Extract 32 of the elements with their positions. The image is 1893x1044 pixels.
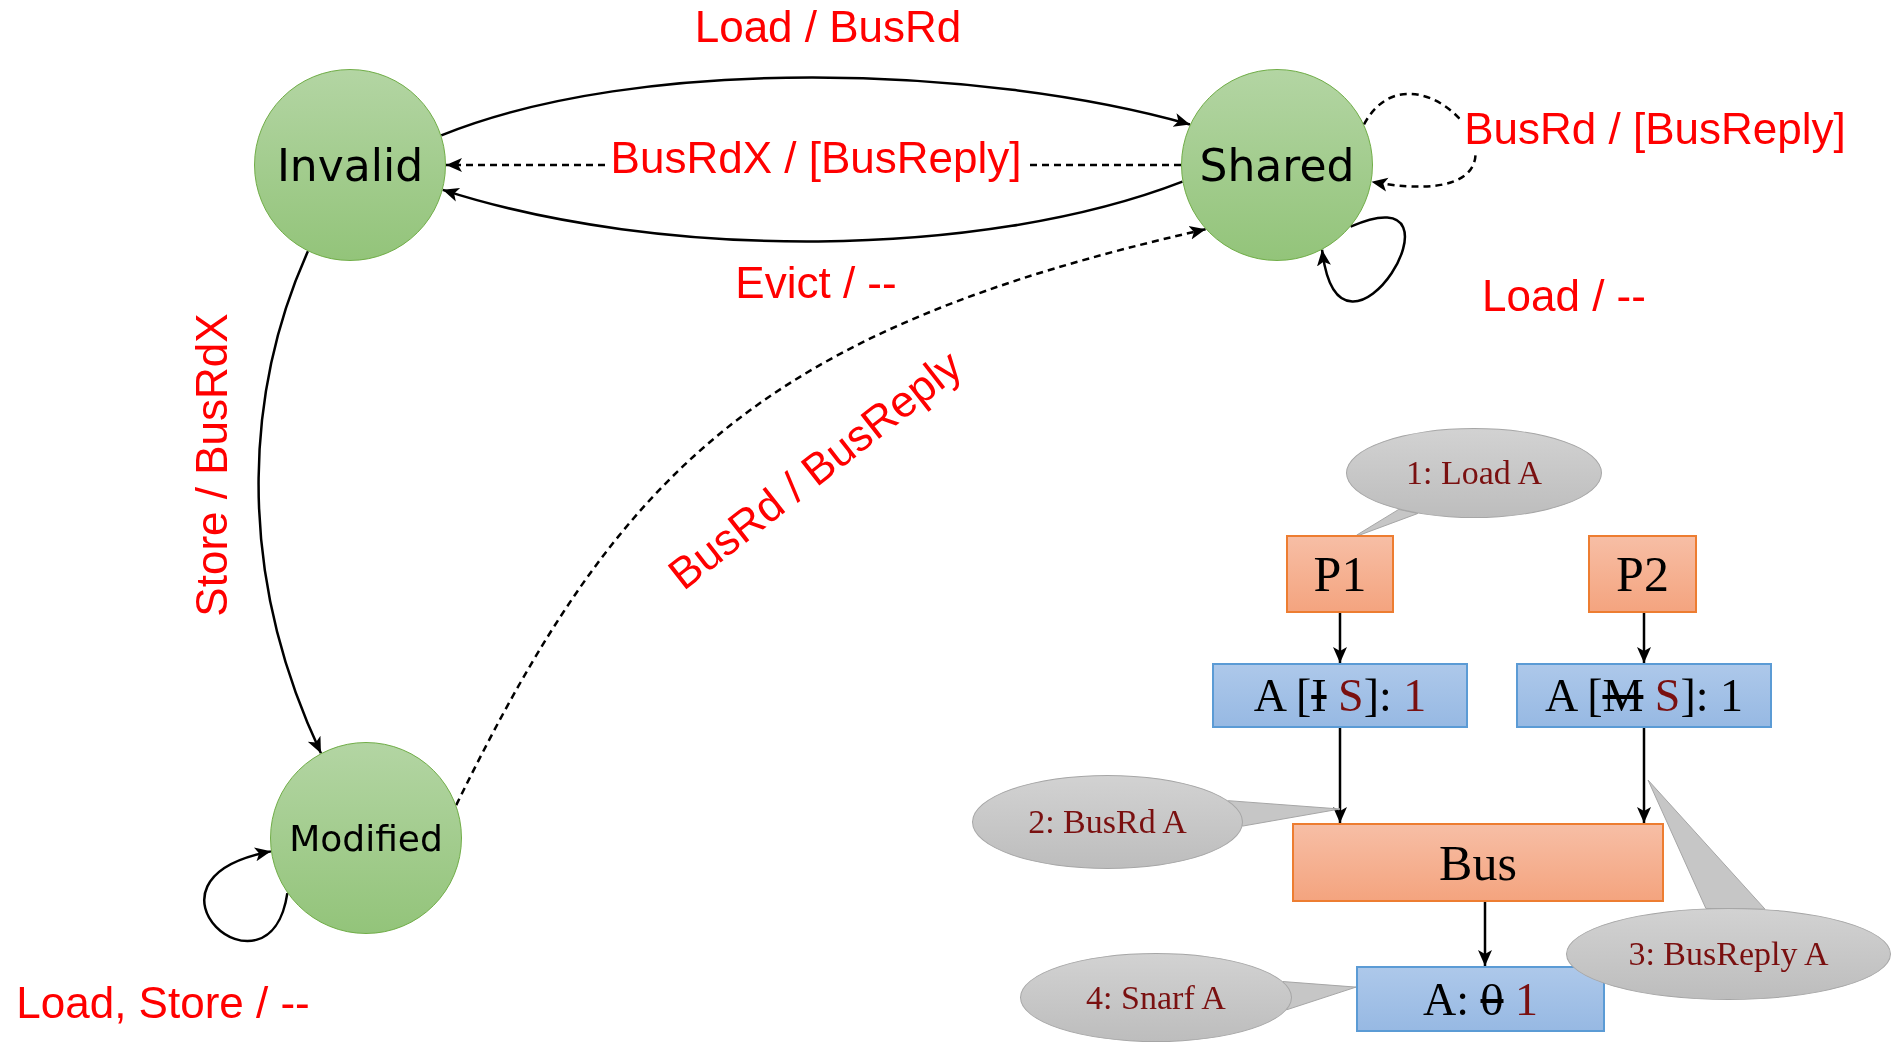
callout-text: 1: Load A: [1406, 454, 1542, 492]
arrow: [1333, 613, 1347, 663]
state-label: Invalid: [276, 139, 424, 191]
callout-tail: [1282, 981, 1357, 1011]
box-label: A [I S]: 1: [1253, 669, 1427, 722]
process-box: [1286, 535, 1394, 613]
arrow: [455, 226, 1206, 806]
arrow: [1637, 728, 1651, 823]
arrow: [440, 76, 1191, 137]
arrow: [1478, 902, 1492, 966]
arrow: [257, 250, 323, 754]
arrow: [1318, 216, 1406, 303]
callout-text: 4: Snarf A: [1086, 978, 1226, 1017]
box-label: Bus: [1439, 833, 1517, 892]
callout-tail: [1356, 508, 1419, 536]
callout-tail: [1647, 779, 1766, 910]
callout-tail: [1227, 800, 1341, 827]
callout-text: 2: BusRd A: [1028, 803, 1187, 841]
box-label: A [M S]: 1: [1544, 669, 1744, 722]
arrow: [203, 849, 289, 942]
arrow: [1637, 613, 1651, 663]
state-label: Modified: [289, 817, 443, 859]
process-box: [1588, 535, 1697, 613]
state-label: Shared: [1199, 139, 1355, 191]
box-label: P1: [1313, 545, 1367, 603]
arrow: [1363, 93, 1476, 191]
box-label: P2: [1616, 545, 1669, 603]
arrow: [442, 180, 1183, 243]
callout-text: 3: BusReply A: [1628, 935, 1829, 973]
process-box: [1292, 823, 1664, 902]
arrow: [1333, 728, 1347, 823]
box-label: A: 0 1: [1423, 972, 1538, 1026]
